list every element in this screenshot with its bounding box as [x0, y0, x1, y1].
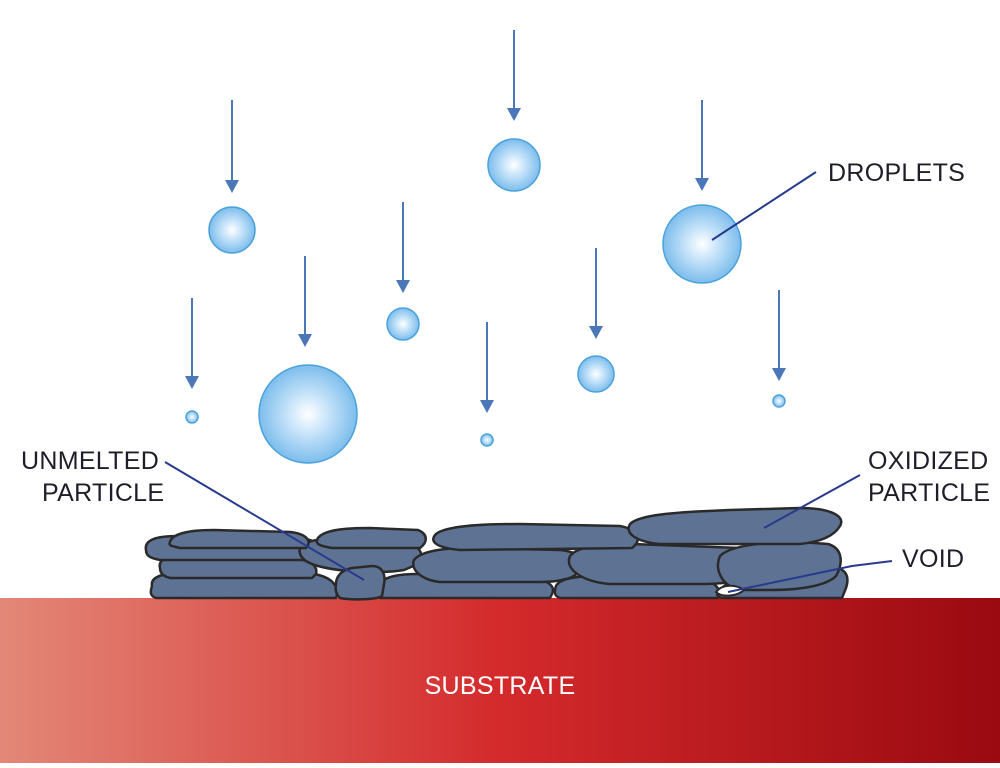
- oxidized-label-line1: OXIDIZED: [868, 447, 988, 475]
- coating-splat: [315, 526, 427, 550]
- void-leader-line: [727, 560, 893, 593]
- droplet: [480, 433, 494, 447]
- void-label: VOID: [902, 545, 964, 573]
- droplet: [386, 307, 420, 341]
- coating-splat: [432, 522, 640, 552]
- droplet: [208, 206, 256, 254]
- coating-splat: [627, 506, 843, 546]
- oxidized-leader-line: [763, 474, 861, 529]
- unmelted-leader-line: [164, 461, 365, 581]
- arrow-8: [480, 322, 494, 413]
- oxidized-label-line2: PARTICLE: [868, 479, 990, 507]
- unmelted-label-line2: PARTICLE: [42, 479, 164, 507]
- arrow-4: [396, 202, 410, 293]
- substrate-block: [0, 598, 1000, 763]
- droplets-group: [185, 30, 786, 464]
- droplet: [185, 410, 199, 424]
- coating-splat: [716, 540, 842, 592]
- unmelted-label-line1: UNMELTED: [21, 447, 159, 475]
- substrate-label: SUBSTRATE: [425, 672, 576, 700]
- droplets-label: DROPLETS: [828, 159, 965, 187]
- droplet: [772, 394, 786, 408]
- droplet: [662, 204, 742, 284]
- coating-splat: [168, 528, 310, 550]
- coating-layer: [144, 506, 849, 601]
- arrow-9: [772, 290, 786, 381]
- arrow-5: [298, 256, 312, 347]
- unmelted-particle-shape: [334, 564, 386, 601]
- arrow-7: [185, 298, 199, 389]
- coating-splat: [411, 546, 584, 584]
- arrow-3: [695, 100, 709, 191]
- droplet: [487, 138, 541, 192]
- droplets-leader-line: [711, 171, 817, 241]
- droplet: [258, 364, 358, 464]
- arrow-1: [225, 100, 239, 193]
- arrow-2: [507, 30, 521, 121]
- droplet: [577, 355, 615, 393]
- arrow-6: [589, 248, 603, 339]
